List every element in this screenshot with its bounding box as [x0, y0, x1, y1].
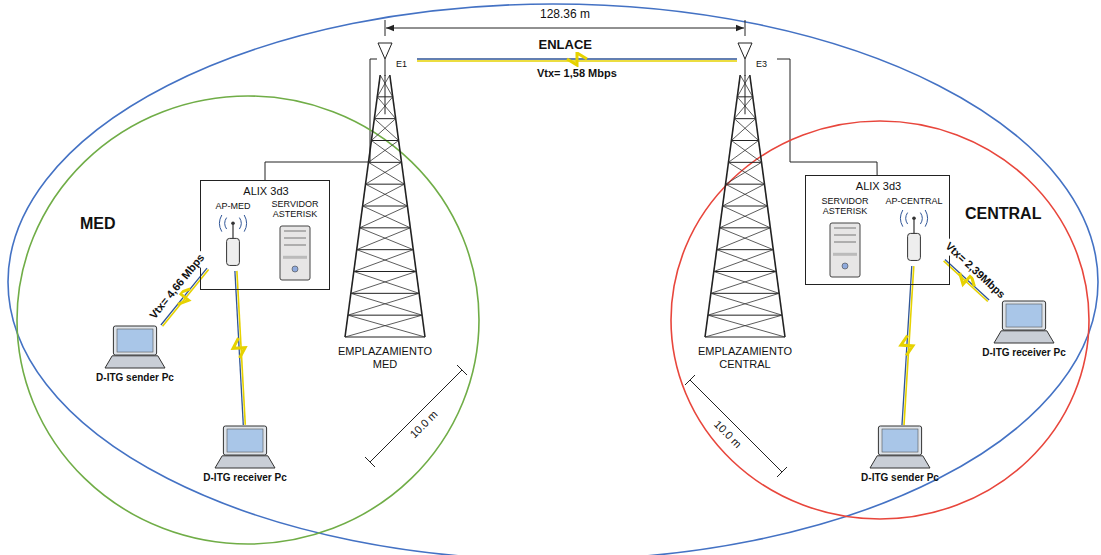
node-text: D-ITG sender Pc: [80, 372, 190, 384]
tower-site: EMPLAZAMIENTO CENTRAL: [690, 75, 800, 380]
network-boundary: [8, 4, 1098, 555]
network-link: [233, 271, 245, 425]
rate-label: Vtx= 4,66 Mbps: [146, 249, 209, 322]
rate-label: Vtx= 2,39Mbps: [941, 239, 1009, 303]
node-text: SERVIDOR ASTERISK: [813, 196, 877, 217]
node-text: ALIX 3d3: [201, 185, 331, 198]
ap-icon: [217, 215, 249, 267]
network-link: [265, 59, 377, 180]
network-link: [901, 266, 914, 425]
dimension-label: 10.0 m: [406, 406, 442, 442]
server-icon: [829, 222, 861, 278]
dimension-tick: [365, 457, 375, 467]
antenna: E3: [737, 42, 777, 76]
node-text: E3: [756, 59, 777, 69]
dimension-tick: [385, 20, 386, 36]
node-text: D-ITG receiver Pc: [965, 347, 1083, 359]
node-text: EMPLAZAMIENTO MED: [330, 345, 440, 370]
tower-site: EMPLAZAMIENTO MED: [330, 75, 440, 380]
laptop-pc: D-ITG sender Pc: [80, 325, 190, 389]
node-text: ALIX 3d3: [806, 180, 951, 193]
node-text: AP-MED: [207, 201, 259, 211]
dimension-tick: [457, 365, 467, 375]
node-text: AP-CENTRAL: [883, 196, 945, 206]
laptop-pc: D-ITG sender Pc: [845, 425, 955, 489]
laptop-icon: [215, 425, 275, 469]
rate-label: Vtx= 1,58 Mbps: [535, 67, 619, 80]
site-region: MED ALIX 3d3AP-MED SERVIDOR ASTERISK D-ITG …: [16, 95, 480, 545]
node-text: CENTRAL: [965, 205, 1065, 223]
dimension-tick: [685, 375, 695, 385]
server-icon: [279, 225, 311, 281]
access-point: AP-MED: [207, 201, 259, 271]
network-link: [161, 268, 209, 326]
laptop-pc: D-ITG receiver Pc: [965, 300, 1083, 364]
node-text: E1: [396, 59, 417, 69]
network-link: [417, 53, 737, 65]
tower-icon: [705, 75, 785, 337]
antenna-icon: [737, 42, 753, 76]
laptop-icon: [994, 300, 1054, 344]
node-text: MED: [80, 215, 150, 233]
asterisk-server: SERVIDOR ASTERISK: [813, 196, 877, 282]
dimension-line: [386, 28, 744, 29]
network-link: [944, 260, 990, 302]
dimension-label: 128.36 m: [538, 8, 592, 22]
site-region: CENTRAL ALIX 3d3SERVIDOR ASTERISK AP-CENTR…: [670, 120, 1090, 520]
dimension-tick: [745, 20, 746, 36]
dimension-tick: [777, 467, 787, 477]
dimension-line: [370, 370, 462, 462]
link-title: ENLACE: [537, 38, 594, 53]
node-text: SERVIDOR ASTERISK: [263, 199, 327, 220]
network-link: [777, 59, 877, 175]
laptop-pc: D-ITG receiver Pc: [185, 425, 305, 489]
alix-board-box: ALIX 3d3SERVIDOR ASTERISK AP-CENTRAL: [805, 175, 950, 285]
asterisk-server: SERVIDOR ASTERISK: [263, 199, 327, 285]
node-text: D-ITG receiver Pc: [185, 472, 305, 484]
node-text: D-ITG sender Pc: [845, 472, 955, 484]
access-point: AP-CENTRAL: [883, 196, 945, 266]
dimension-label: 10.0 m: [710, 416, 746, 452]
laptop-icon: [870, 425, 930, 469]
antenna-icon: [377, 42, 393, 76]
tower-icon: [345, 75, 425, 337]
node-text: EMPLAZAMIENTO CENTRAL: [690, 345, 800, 370]
ap-icon: [898, 210, 930, 262]
laptop-icon: [105, 325, 165, 369]
alix-board-box: ALIX 3d3AP-MED SERVIDOR ASTERISK: [200, 180, 330, 290]
antenna: E1: [377, 42, 417, 76]
